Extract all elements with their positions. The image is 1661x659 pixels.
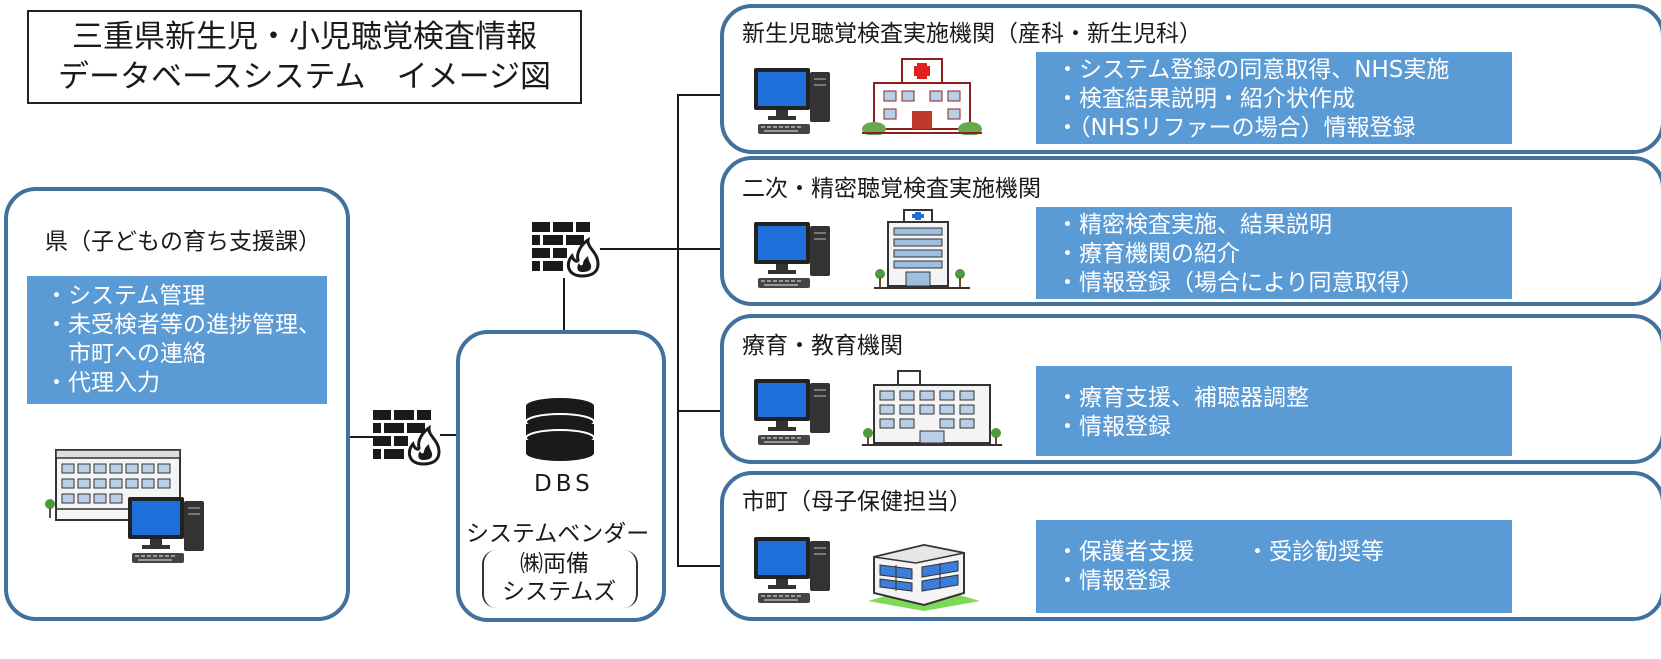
prefecture-info-panel: ・システム管理 ・未受検者等の進捗管理、 市町への連絡 ・代理入力 (27, 276, 327, 404)
institution-item: ・精密検査実施、結果説明 (1056, 212, 1332, 238)
title-line-1: 三重県新生児・小児聴覚検査情報 (72, 19, 537, 55)
firewall-icon (373, 410, 441, 466)
school-building-icon (862, 370, 1002, 446)
institution-label: 二次・精密聴覚検査実施機関 (742, 176, 1041, 202)
institution-item: ・保護者支援 (1056, 539, 1194, 565)
database-icon (525, 398, 595, 461)
institution-label: 療育・教育機関 (742, 333, 903, 359)
municipal-office-icon (868, 543, 980, 611)
prefecture-item: ・代理入力 (45, 370, 160, 396)
institution-label: 市町（母子保健担当） (742, 489, 972, 515)
database-label: DBS (534, 471, 594, 497)
diagram-title: 三重県新生児・小児聴覚検査情報 データベースシステム イメージ図 (27, 10, 582, 104)
computer-icon (128, 497, 204, 563)
prefecture-box (4, 187, 350, 621)
institution-item: ・療育機関の紹介 (1056, 241, 1240, 267)
connector-branch-4 (677, 565, 722, 567)
connector-branch-2 (677, 248, 722, 250)
medical-building-icon (874, 209, 970, 289)
prefecture-item: ・未受検者等の進捗管理、 (45, 312, 321, 338)
computer-icon (754, 379, 830, 445)
connector-db-firewall (563, 278, 565, 381)
connector-trunk (677, 94, 679, 567)
connector-branch-3 (677, 410, 722, 412)
institution-info-panel: ・システム登録の同意取得、NHS実施 ・検査結果説明・紹介状作成 ・（NHSリフ… (1036, 52, 1512, 144)
institution-info-panel: ・精密検査実施、結果説明 ・療育機関の紹介 ・情報登録（場合により同意取得） (1036, 207, 1512, 299)
firewall-icon (532, 222, 600, 278)
office-building-icon (45, 449, 181, 521)
institution-label: 新生児聴覚検査実施機関（産科・新生児科） (742, 21, 1202, 47)
computer-icon (754, 68, 830, 134)
connector-branch-1 (677, 94, 722, 96)
vendor-name-line-1: システムベンダー (466, 521, 650, 547)
vendor-company-bracket (482, 550, 638, 608)
prefecture-label: 県（子どもの育ち支援課） (45, 229, 321, 255)
prefecture-item: 市町への連絡 (45, 341, 206, 367)
institution-item: ・情報登録（場合により同意取得） (1056, 270, 1424, 296)
vendor-box (456, 330, 666, 622)
title-line-2: データベースシステム イメージ図 (58, 59, 551, 95)
computer-icon (754, 537, 830, 603)
institution-item: ・検査結果説明・紹介状作成 (1056, 86, 1355, 112)
hospital-icon (862, 58, 982, 135)
institution-item: ・療育支援、補聴器調整 (1056, 385, 1309, 411)
prefecture-item: ・システム管理 (45, 283, 206, 309)
institution-item: ・（NHSリファーの場合）情報登録 (1056, 115, 1416, 141)
institution-info-panel: ・保護者支援 ・受診勧奨等 ・情報登録 (1036, 520, 1512, 613)
institution-item-row: ・保護者支援 ・受診勧奨等 (1056, 538, 1512, 567)
institution-item: ・情報登録 (1056, 568, 1171, 594)
institution-info-panel: ・療育支援、補聴器調整 ・情報登録 (1036, 366, 1512, 456)
institution-item: ・システム登録の同意取得、NHS実施 (1056, 57, 1450, 83)
institution-item: ・受診勧奨等 (1246, 539, 1384, 565)
vendor-name-line-2: ㈱両備 (520, 551, 589, 577)
institution-item: ・情報登録 (1056, 414, 1171, 440)
vendor-name-line-3: システムズ (502, 579, 617, 605)
connector-firewall-trunk (600, 248, 677, 250)
computer-icon (754, 222, 830, 288)
